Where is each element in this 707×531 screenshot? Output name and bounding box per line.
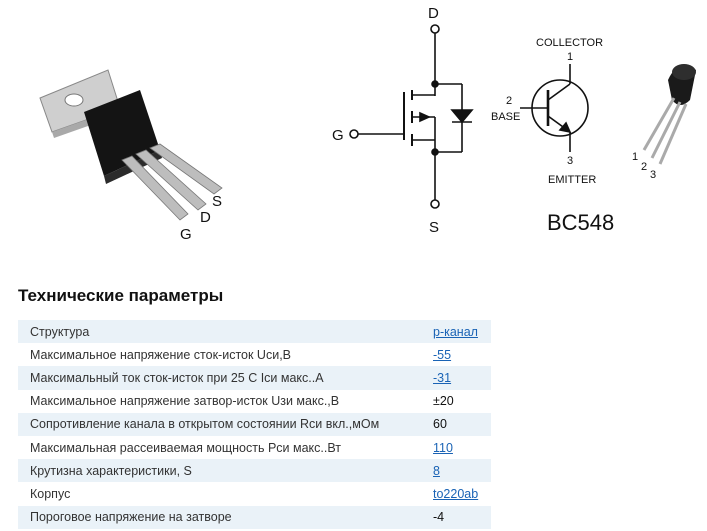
- param-value-link[interactable]: -55: [433, 347, 452, 362]
- mosfet-symbol: [349, 24, 474, 209]
- param-name: Максимальное напряжение затвор-исток Uзи…: [18, 389, 433, 413]
- param-name: Максимальная рассеиваемая мощность Рси м…: [18, 435, 433, 460]
- to92-pin-3: 3: [650, 169, 656, 181]
- param-value-cell: to220ab: [433, 482, 491, 506]
- bjt-collector-num: 1: [567, 51, 573, 63]
- section-title: Технические параметры: [18, 286, 224, 305]
- to92-pin-1: 1: [632, 151, 638, 163]
- table-row: Максимальная рассеиваемая мощность Рси м…: [18, 435, 491, 460]
- to92-pin-2: 2: [641, 161, 647, 173]
- to220-package-image: [39, 69, 223, 221]
- table-row: Максимальный ток сток-исток при 25 С Iси…: [18, 366, 491, 390]
- param-value-cell: -55: [433, 343, 491, 367]
- param-value: ±20: [433, 394, 454, 409]
- param-value: 60: [433, 417, 447, 432]
- param-name: Крутизна характеристики, S: [18, 459, 433, 483]
- table-row: Максимальное напряжение сток-исток Uси,В…: [18, 343, 491, 367]
- param-value-link[interactable]: р-канал: [433, 324, 478, 339]
- package-label-d: D: [200, 209, 211, 226]
- package-label-s: S: [212, 193, 222, 210]
- param-value-cell: 8: [433, 459, 491, 483]
- param-name: Корпус: [18, 482, 433, 506]
- param-value-link[interactable]: -31: [433, 370, 452, 385]
- package-label-g: G: [180, 226, 192, 243]
- mosfet-drain-label: D: [428, 5, 439, 22]
- bjt-emitter-num: 3: [567, 155, 573, 167]
- bjt-collector-label: COLLECTOR: [536, 37, 603, 49]
- bjt-part-number: BC548: [547, 210, 614, 235]
- mosfet-source-label: S: [429, 219, 439, 236]
- param-name: Пороговое напряжение на затворе: [18, 505, 433, 529]
- param-value-cell: 110: [433, 435, 491, 460]
- bjt-base-num: 2: [506, 95, 512, 107]
- param-name: Структура: [18, 320, 433, 344]
- mosfet-gate-label: G: [332, 127, 344, 144]
- bjt-base-label: BASE: [491, 111, 520, 123]
- to92-package-image: [642, 64, 696, 165]
- bjt-emitter-label: EMITTER: [548, 174, 596, 186]
- param-value-cell: 60: [433, 412, 491, 436]
- bjt-symbol: [520, 64, 589, 152]
- param-value-cell: -31: [433, 366, 491, 390]
- param-value-cell: -4: [433, 505, 491, 529]
- param-name: Максимальное напряжение сток-исток Uси,В: [18, 343, 433, 367]
- param-value-link[interactable]: 110: [433, 440, 453, 455]
- param-value-link[interactable]: 8: [433, 463, 440, 478]
- table-row: Максимальное напряжение затвор-исток Uзи…: [18, 389, 491, 413]
- param-value-link[interactable]: to220ab: [433, 486, 479, 501]
- param-value-cell: р-канал: [433, 320, 491, 344]
- param-value: -4: [433, 510, 445, 525]
- table-row: Пороговое напряжение на затворе-4: [18, 505, 491, 529]
- diagrams-svg: S D G D G S COLLECTOR: [39, 5, 696, 243]
- param-value-cell: ±20: [433, 389, 491, 413]
- param-name: Максимальный ток сток-исток при 25 С Iси…: [18, 366, 433, 390]
- param-name: Сопротивление канала в открытом состояни…: [18, 412, 433, 436]
- table-row: Сопротивление канала в открытом состояни…: [18, 412, 491, 436]
- diagram-area: S D G D G S COLLECTOR: [39, 5, 696, 243]
